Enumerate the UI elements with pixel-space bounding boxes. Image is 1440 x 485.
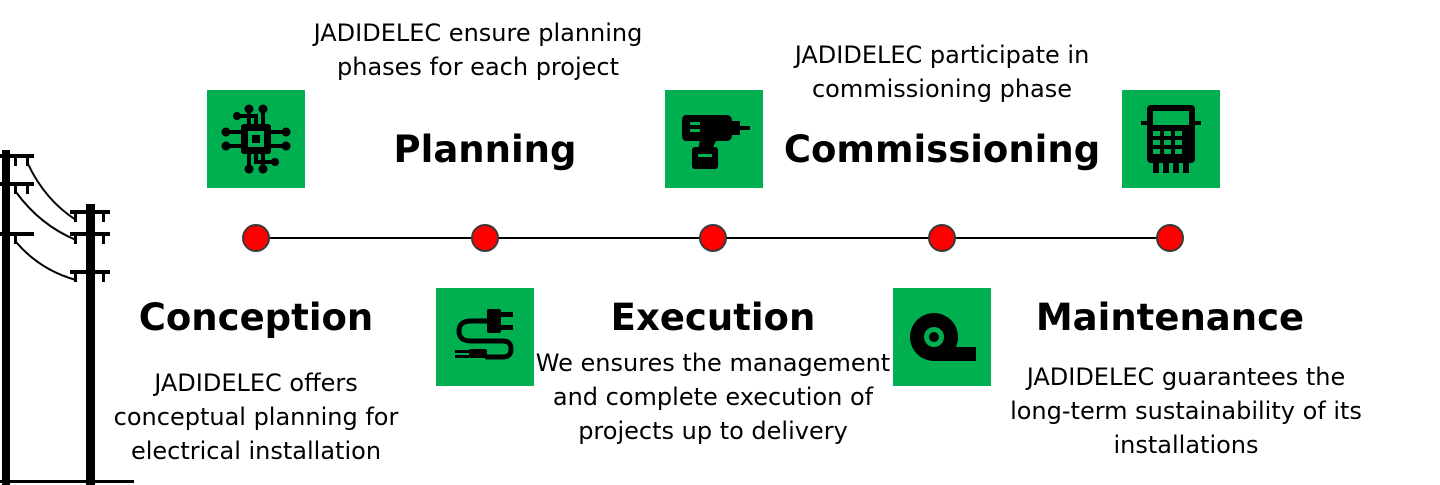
- commissioning-title: Commissioning: [783, 128, 1101, 171]
- maintenance-description: JADIDELEC guarantees the long-term susta…: [1010, 363, 1362, 459]
- milestone-dot-conception: [242, 224, 270, 252]
- planning-icon-box: [436, 288, 534, 386]
- commissioning-icon-box: [893, 288, 991, 386]
- cable-reel-icon: [910, 313, 976, 361]
- maintenance-title: Maintenance: [1035, 296, 1305, 339]
- utility-pole-icon: [0, 150, 134, 485]
- maintenance-icon-box: [1122, 90, 1220, 188]
- milestone-dot-execution: [699, 224, 727, 252]
- circuit-chip-icon: [221, 104, 291, 174]
- milestone-dot-maintenance: [1156, 224, 1184, 252]
- power-drill-icon: [682, 115, 750, 169]
- execution-title: Execution: [610, 296, 816, 339]
- planning-title: Planning: [393, 128, 577, 171]
- electric-meter-icon: [1141, 105, 1201, 173]
- power-plug-icon: [455, 309, 514, 360]
- execution-description: We ensures the management and complete e…: [535, 349, 891, 445]
- execution-icon-box: [665, 90, 763, 188]
- commissioning-description: JADIDELEC participate in commissioning p…: [794, 41, 1090, 103]
- conception-title: Conception: [138, 296, 374, 339]
- conception-description: JADIDELEC offers conceptual planning for…: [113, 369, 399, 465]
- milestone-dot-planning: [471, 224, 499, 252]
- planning-description: JADIDELEC ensure planning phases for eac…: [313, 19, 643, 81]
- milestone-dot-commissioning: [928, 224, 956, 252]
- conception-icon-box: [207, 90, 305, 188]
